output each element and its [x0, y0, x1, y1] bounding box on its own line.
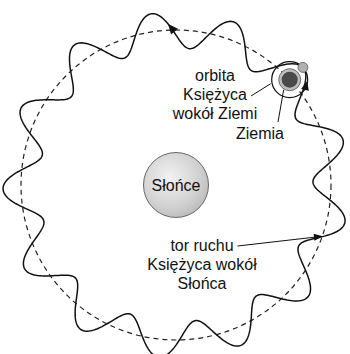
leader-arrowhead — [314, 234, 323, 241]
path-label: tor ruchu Księżyca wokół Słońca — [146, 236, 258, 293]
node-label: Słońce — [152, 176, 201, 195]
earth-atmosphere — [279, 69, 301, 91]
direction-arrow — [301, 81, 309, 91]
moon — [298, 62, 308, 72]
leader-line — [278, 90, 284, 122]
sun-circle: Słońce — [143, 152, 209, 218]
moon-path — [3, 14, 345, 354]
orbit-label: orbita Księżyca wokół Ziemi — [165, 66, 265, 123]
earth-orbit — [21, 30, 331, 340]
earth-label: Ziemia — [228, 124, 292, 143]
leader-line — [238, 237, 316, 246]
earth — [282, 72, 298, 88]
direction-arrow — [168, 24, 178, 35]
leader-line — [251, 84, 271, 96]
moon-orbit — [272, 62, 308, 98]
